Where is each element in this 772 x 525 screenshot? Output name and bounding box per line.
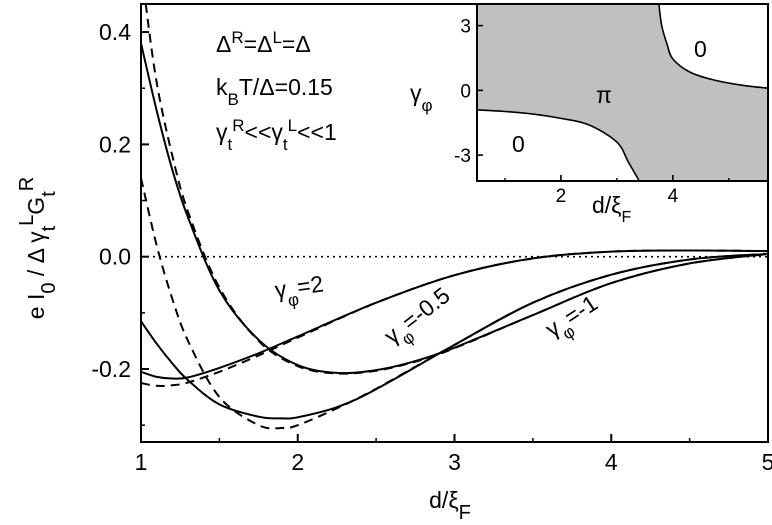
inset-y-label: γφ xyxy=(410,80,433,115)
param-delta: ΔR=ΔL=Δ xyxy=(216,28,311,58)
inset-x-tick-label: 4 xyxy=(668,186,679,207)
y-axis-label: e I0 / Δ γtLGtR xyxy=(16,177,60,319)
inset-x-tick-label: 2 xyxy=(556,186,567,207)
inset-frame xyxy=(476,3,769,182)
x-tick-label: 3 xyxy=(448,449,461,475)
main-series-group xyxy=(141,4,768,430)
inset-region-label-pi: π xyxy=(596,82,612,108)
inset-y-tick-label: 3 xyxy=(460,17,471,38)
y-tick-label: 0.0 xyxy=(99,244,131,270)
inset-x-label: d/ξF xyxy=(592,192,631,226)
main-axis-ticks: 1 2 3 4 5 -0.2 0.0 0.2 0.4 xyxy=(91,19,772,475)
x-tick-label: 4 xyxy=(605,449,618,475)
series-line-dashed-5 xyxy=(141,177,768,430)
series-line-dashed-1 xyxy=(141,249,768,387)
series-line-solid-4 xyxy=(141,252,768,420)
series-line-dashed-3 xyxy=(144,4,768,375)
y-tick-label: 0.2 xyxy=(99,131,131,157)
y-tick-label: -0.2 xyxy=(91,356,131,382)
inset-region-label-zero-right: 0 xyxy=(694,36,707,62)
label-gamma-minus-0-5: γφ=-0.5 xyxy=(379,282,460,356)
inset-region-label-zero-left: 0 xyxy=(512,131,525,157)
param-gamma: γtR<<γtL<<1 xyxy=(216,116,337,154)
label-gamma-2: γφ=2 xyxy=(273,270,326,311)
x-tick-label: 2 xyxy=(291,449,304,475)
series-line-solid-0 xyxy=(141,249,768,380)
inset-pi-region xyxy=(477,4,768,181)
param-temperature: kBT/Δ=0.15 xyxy=(216,74,333,109)
x-tick-label: 5 xyxy=(762,449,772,475)
inset-axis-ticks: 2 4 -3 0 3 xyxy=(454,17,730,207)
label-gamma-minus-1: γφ=-1 xyxy=(541,290,607,350)
inset-phase-diagram: 2 4 -3 0 3 0 π 0 γφ d/ξF xyxy=(410,3,769,226)
y-tick-label: 0.4 xyxy=(99,19,131,45)
x-tick-label: 1 xyxy=(135,449,148,475)
inset-y-tick-label: -3 xyxy=(454,146,471,167)
inset-boundary-left xyxy=(476,109,640,182)
inset-y-tick-label: 0 xyxy=(460,81,471,102)
inset-boundary-right xyxy=(658,3,769,89)
x-axis-label: d/ξF xyxy=(429,487,471,524)
